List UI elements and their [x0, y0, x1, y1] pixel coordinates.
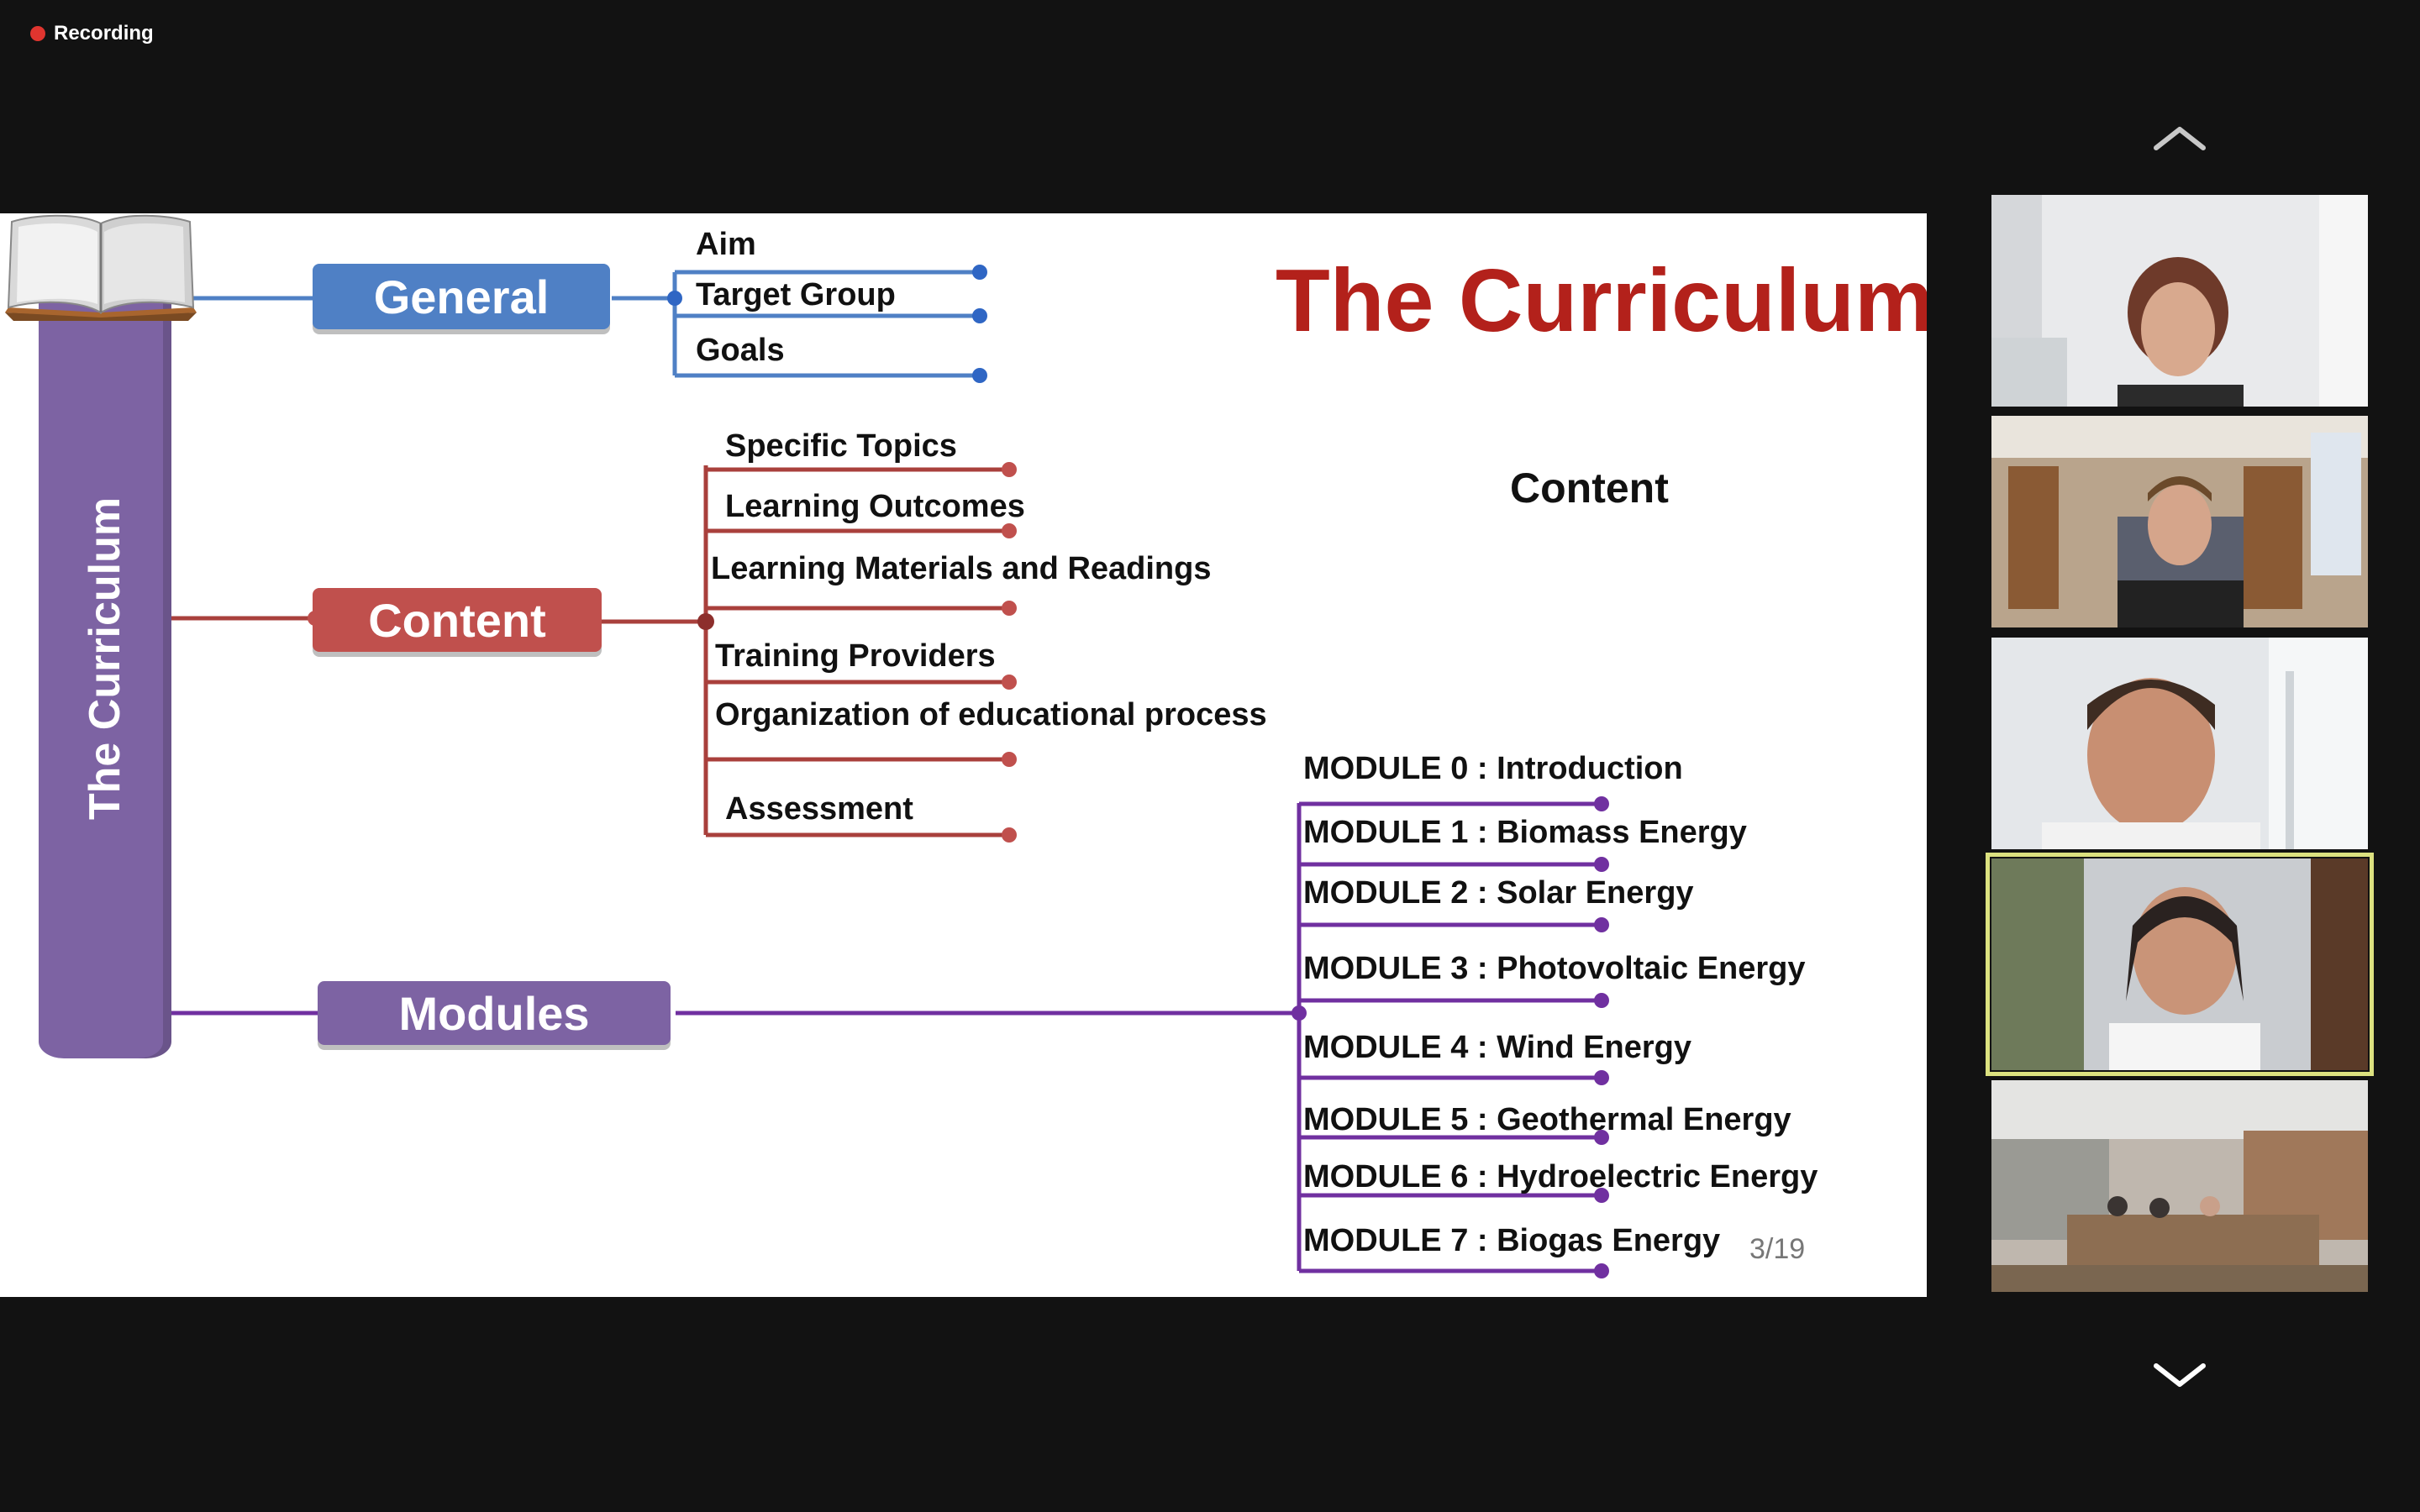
- curriculum-vertical-bar: [39, 254, 171, 1058]
- general-item: Target Group: [696, 277, 896, 312]
- module-item: MODULE 7 : Biogas Energy: [1303, 1223, 1721, 1258]
- participant-video: [1991, 638, 2368, 849]
- participant-video: [1991, 1080, 2368, 1292]
- module-item: MODULE 6 : Hydroelectric Energy: [1303, 1159, 1818, 1194]
- module-item: MODULE 2 : Solar Energy: [1303, 875, 1694, 911]
- recording-indicator: Recording: [30, 22, 154, 45]
- video-tile[interactable]: [1991, 638, 2368, 849]
- module-item: MODULE 0 : Introduction: [1303, 751, 1683, 786]
- record-dot-icon: [30, 26, 45, 41]
- participant-video: [1991, 858, 2368, 1070]
- video-tile[interactable]: [1991, 195, 2368, 407]
- module-item: MODULE 1 : Biomass Energy: [1303, 815, 1747, 850]
- content-item: Specific Topics: [725, 428, 957, 464]
- module-item: MODULE 3 : Photovoltaic Energy: [1303, 951, 1806, 986]
- content-item: Organization of educational process: [715, 697, 1267, 732]
- slide-connectors: [161, 265, 1609, 1278]
- general-item: Goals: [696, 333, 785, 368]
- participant-video: [1991, 195, 2368, 407]
- video-tile-active-speaker[interactable]: [1986, 853, 2374, 1076]
- slide-title: The Curriculum: [1276, 251, 1927, 350]
- video-tile[interactable]: [1991, 416, 2368, 627]
- open-book-icon: [5, 214, 197, 321]
- module-item: MODULE 5 : Geothermal Energy: [1303, 1102, 1791, 1137]
- curriculum-vertical-label: The Curriculum: [81, 496, 129, 821]
- page-number: 3/19: [1749, 1233, 1806, 1265]
- shared-slide: The Curriculum General Content Modules A…: [0, 213, 1927, 1297]
- content-box: Content: [313, 588, 602, 652]
- general-item: Aim: [696, 227, 756, 262]
- book-caption: Content: [1510, 465, 1669, 512]
- video-tile[interactable]: [1991, 1080, 2368, 1292]
- content-item: Assessment: [725, 791, 913, 827]
- general-box: General: [313, 264, 610, 329]
- participant-video: [1991, 416, 2368, 627]
- chevron-up-icon[interactable]: [2151, 121, 2208, 155]
- modules-box: Modules: [318, 981, 671, 1045]
- recording-label: Recording: [54, 22, 154, 45]
- content-item: Learning Materials and Readings: [711, 551, 1212, 586]
- module-item: MODULE 4 : Wind Energy: [1303, 1030, 1692, 1065]
- chevron-down-icon[interactable]: [2151, 1359, 2208, 1393]
- content-item: Learning Outcomes: [725, 489, 1025, 524]
- content-item: Training Providers: [715, 638, 996, 674]
